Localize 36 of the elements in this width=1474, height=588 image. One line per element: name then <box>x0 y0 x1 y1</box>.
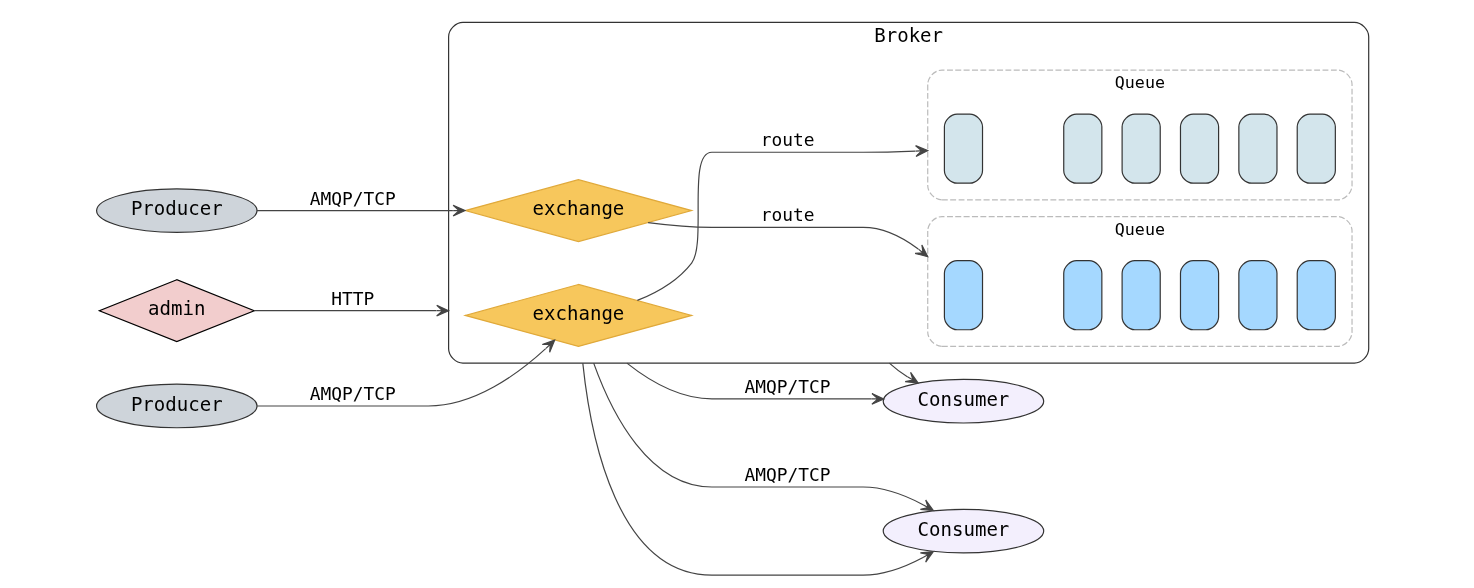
edge-label: AMQP/TCP <box>309 187 396 209</box>
node-box <box>1062 113 1102 184</box>
arrow <box>592 362 934 512</box>
node-ellipse: Producer <box>95 188 258 233</box>
arrow <box>647 221 928 258</box>
edge-label: AMQP/TCP <box>744 464 831 486</box>
edge-label: HTTP <box>330 287 374 309</box>
arrow <box>253 304 449 317</box>
node-box <box>1121 260 1161 331</box>
arrow <box>625 362 884 405</box>
node-box <box>1296 260 1336 331</box>
node-box <box>1179 113 1219 184</box>
arrow <box>255 339 555 407</box>
node-box <box>1062 260 1102 331</box>
node-diamond: exchange <box>462 283 694 348</box>
edge-label: route <box>760 204 814 226</box>
edge-label: AMQP/TCP <box>744 375 831 397</box>
node-box <box>1237 113 1278 184</box>
node-diamond: admin <box>97 279 256 343</box>
arrow <box>636 145 928 301</box>
cluster: Queue <box>926 215 1353 347</box>
node-box <box>1296 113 1336 184</box>
edge-label: AMQP/TCP <box>309 383 396 405</box>
node-ellipse: Consumer <box>882 378 1044 424</box>
cluster: Queue <box>926 69 1353 201</box>
node-box <box>1237 260 1278 331</box>
node-box <box>1121 113 1161 184</box>
node-box <box>1179 260 1219 331</box>
node-ellipse: Consumer <box>882 508 1044 554</box>
node-box <box>943 113 983 184</box>
edge-label: route <box>760 129 814 151</box>
arrow <box>581 362 934 576</box>
node-ellipse: Producer <box>95 383 258 429</box>
node-box <box>943 260 983 331</box>
arrow <box>888 362 919 384</box>
arrow <box>255 204 466 217</box>
